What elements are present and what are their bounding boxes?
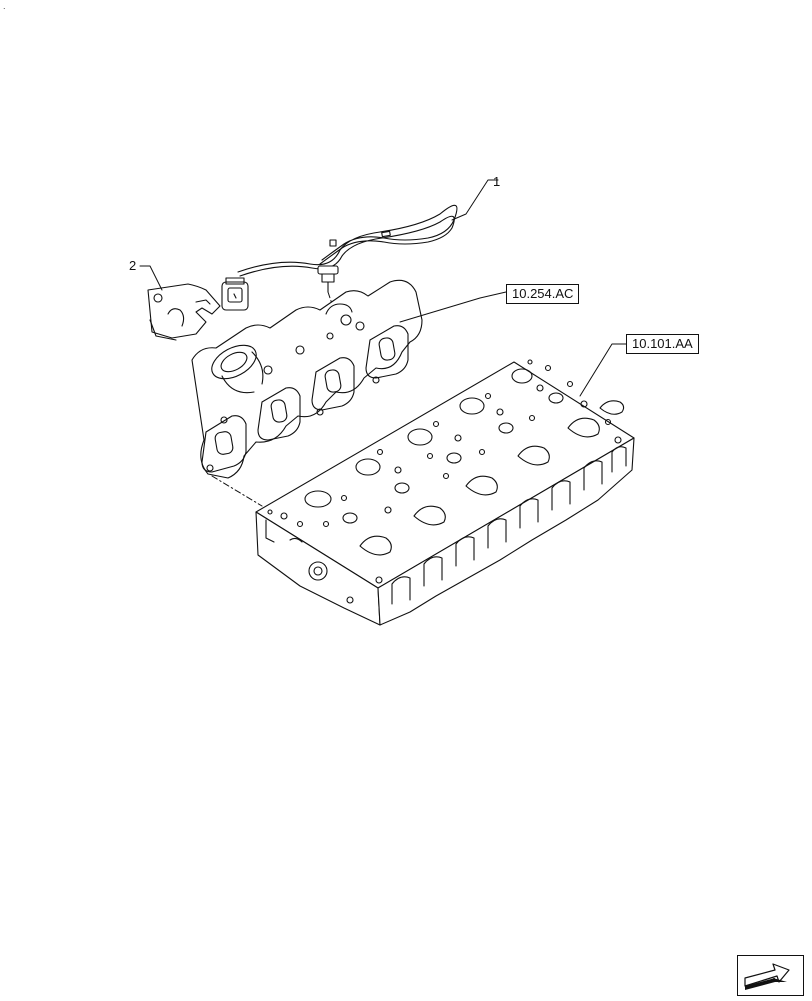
corner-mark: .	[3, 1, 6, 11]
leader-lines	[139, 179, 627, 397]
top-face-bores	[304, 368, 564, 524]
manifold-bosses	[206, 314, 380, 472]
head-side-ports	[391, 446, 627, 605]
cylinder-head	[255, 359, 635, 626]
assembly-lines	[211, 291, 333, 507]
sensor-bracket	[147, 283, 221, 341]
exhaust-temperature-sensor	[221, 204, 458, 311]
exhaust-manifold	[191, 279, 423, 479]
reference-box-cylinder-head[interactable]: 10.101.AA	[626, 334, 699, 354]
valve-pockets	[359, 400, 625, 556]
callout-item-2: 2	[129, 258, 137, 273]
reference-box-manifold[interactable]: 10.254.AC	[506, 284, 580, 304]
next-page-button[interactable]	[737, 955, 804, 996]
manifold-flanges	[201, 325, 409, 473]
manifold-outlet	[211, 344, 264, 394]
arrow-next-icon	[737, 955, 804, 996]
sensor-connector	[221, 277, 249, 311]
callout-item-1: 1	[493, 174, 501, 189]
top-face-holes	[267, 359, 622, 528]
